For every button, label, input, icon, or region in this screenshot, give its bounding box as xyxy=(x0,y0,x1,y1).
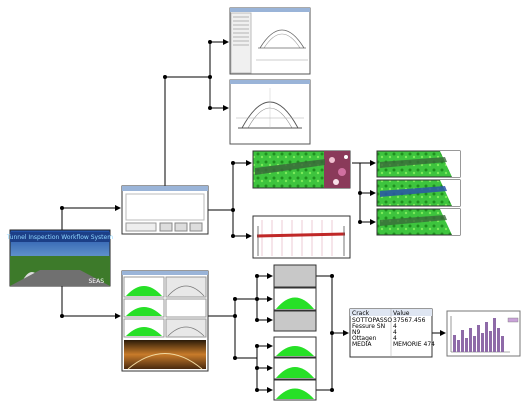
dome-analysis-grid xyxy=(122,271,208,371)
bar-chart-thumbnail xyxy=(447,311,520,356)
main-window-titlebar xyxy=(122,186,208,191)
cross-section-drawing-window-2 xyxy=(230,80,310,144)
dome-result-4 xyxy=(274,337,316,357)
dome-result-1 xyxy=(274,265,316,287)
cross-section-drawing-window-1 xyxy=(230,8,310,74)
main-app-window xyxy=(122,186,208,234)
results-row-5-label: MEDIA xyxy=(352,341,372,348)
tunnel-thumbnail-footer: SEAS xyxy=(88,278,104,285)
tunnel-thumbnail-title: Tunnel Inspection Workflow System xyxy=(6,234,113,241)
results-row-5-value: MEMORIE 474 xyxy=(393,341,435,348)
connector-to-green-grid xyxy=(62,286,120,316)
foliage-crack-image xyxy=(253,151,350,188)
profile-plot-image xyxy=(253,216,350,258)
foliage-crop-1 xyxy=(377,151,460,177)
results-table: Crack Value SOTTOPASSO 37567.456 Fessure… xyxy=(350,309,435,357)
results-header-value: Value xyxy=(393,310,410,317)
dome-result-5 xyxy=(274,358,316,379)
foliage-crop-2 xyxy=(377,180,460,206)
connector-main-to-drawings xyxy=(165,77,210,186)
results-header-crack: Crack xyxy=(352,310,370,317)
dome-result-6 xyxy=(274,380,316,400)
dome-result-2 xyxy=(274,288,316,310)
results-row-1-value: 37567.456 xyxy=(393,317,426,324)
dome-result-3 xyxy=(274,311,316,331)
tunnel-photo-thumbnail: Tunnel Inspection Workflow System SEAS xyxy=(6,230,113,286)
foliage-crop-3 xyxy=(377,209,460,235)
